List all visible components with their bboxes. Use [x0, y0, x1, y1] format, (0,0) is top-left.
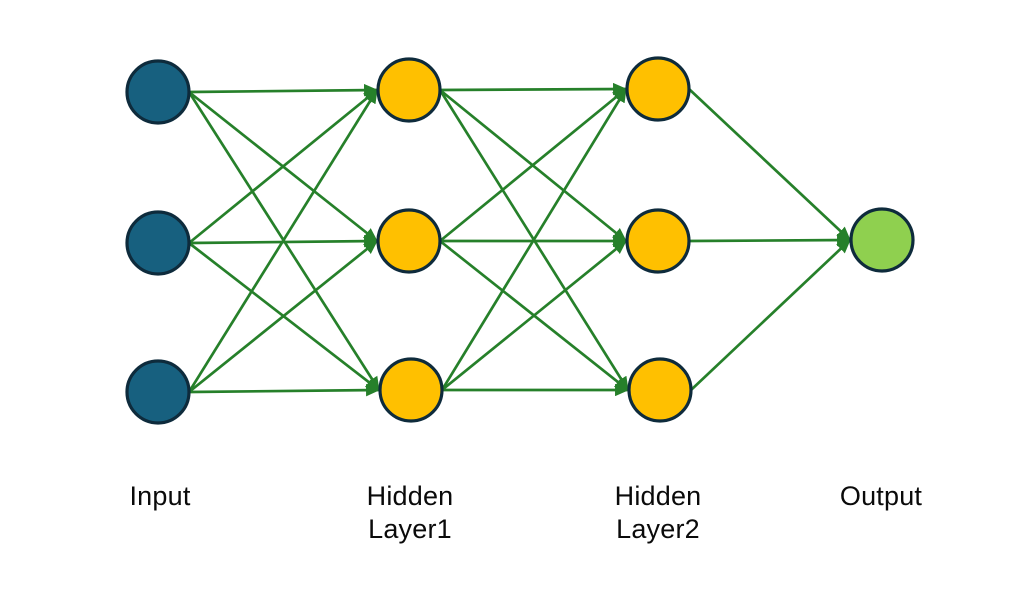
connection-arrow-h11-h21	[439, 82, 628, 96]
hidden2-node-3	[627, 357, 693, 423]
connection-arrow-i3-h13	[188, 383, 381, 397]
hidden2-node-2	[625, 208, 691, 274]
output-node-1	[849, 207, 915, 273]
connection-arrow-h13-h21	[440, 88, 628, 391]
connection-arrow-h23-o1	[690, 239, 851, 391]
connection-arrow-h12-h21	[439, 87, 627, 243]
connection-arrow-h22-o1	[688, 233, 852, 247]
input-node-1	[125, 59, 191, 125]
connection-arrow-i1-h11	[188, 83, 379, 97]
input-node-2	[125, 210, 191, 276]
connection-arrow-i2-h11	[188, 88, 378, 245]
input-node-3	[125, 359, 191, 425]
layer-label-output: Output	[839, 481, 923, 511]
connection-arrow-h13-h22	[441, 239, 627, 392]
connection-arrow-i3-h11	[187, 89, 379, 393]
connection-arrow-h21-o1	[688, 88, 851, 241]
hidden2-node-1	[625, 56, 691, 122]
hidden1-node-2	[376, 208, 442, 274]
hidden1-node-1	[376, 57, 442, 123]
layer-label-hidden2: Hidden Layer2	[614, 481, 702, 544]
connection-arrow-i3-h12	[188, 239, 378, 394]
layer-label-hidden1: Hidden Layer1	[366, 481, 454, 544]
hidden1-node-3	[378, 357, 444, 423]
layer-label-input: Input	[129, 481, 191, 511]
